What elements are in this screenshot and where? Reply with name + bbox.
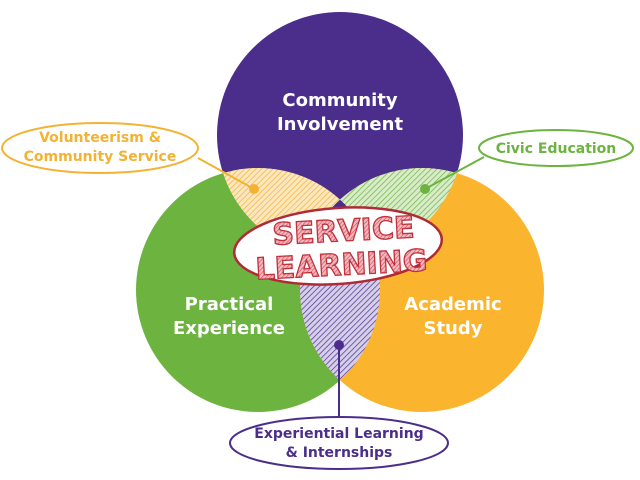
- center-label-line1: SERVICE: [272, 210, 416, 252]
- callout-civic-education: Civic Education: [420, 129, 634, 194]
- service-learning-center-label: SERVICE LEARNING: [232, 206, 444, 288]
- practical-experience-label: Practical: [185, 294, 274, 315]
- practical-experience-label-2: Experience: [173, 318, 285, 339]
- volunteerism-label: Volunteerism &: [39, 130, 161, 146]
- callout-experiential-learning: Experiential Learning & Internships: [229, 340, 449, 470]
- civic-education-label: Civic Education: [496, 141, 617, 157]
- callout-volunteerism: Volunteerism & Community Service: [1, 122, 259, 194]
- community-involvement-label-2: Involvement: [277, 114, 404, 135]
- experiential-learning-label: Experiential Learning: [254, 426, 423, 442]
- academic-study-label: Academic: [404, 294, 501, 315]
- volunteerism-label-2: Community Service: [24, 149, 177, 165]
- community-involvement-label: Community: [282, 90, 397, 111]
- experiential-learning-label-2: & Internships: [286, 445, 393, 461]
- academic-study-label-2: Study: [423, 318, 482, 339]
